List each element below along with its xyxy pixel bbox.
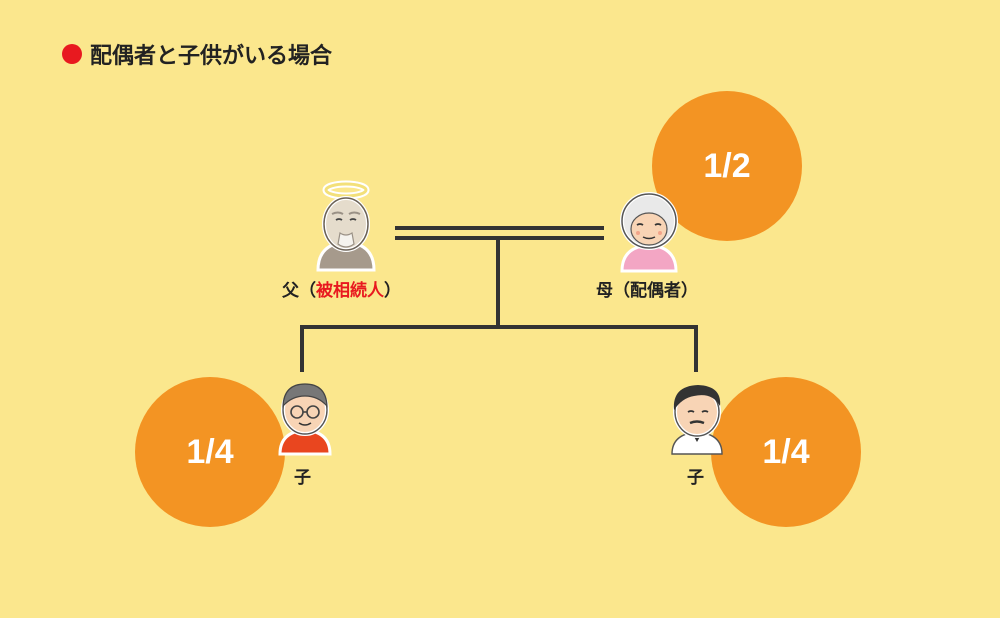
- title-text: 配偶者と子供がいる場合: [90, 44, 333, 69]
- page-title: 配偶者と子供がいる場合: [62, 38, 332, 70]
- angel-old-man-icon: [316, 180, 376, 272]
- bullet-dot-icon: [62, 44, 82, 64]
- old-woman-icon: [620, 192, 678, 273]
- man-with-mustache-icon: [671, 385, 723, 455]
- child-2-label: 子: [687, 468, 704, 488]
- man-with-glasses-icon: [278, 383, 332, 456]
- father-label-suffix: ）: [384, 281, 401, 301]
- child-1-label: 子: [294, 468, 311, 488]
- father-label-prefix: 父（: [282, 281, 316, 301]
- mother-label: 母（配偶者）: [596, 281, 698, 301]
- share-circle-child-1: 1/4: [135, 377, 285, 527]
- father-label-highlight: 被相続人: [316, 281, 384, 301]
- share-circle-child-2: 1/4: [711, 377, 861, 527]
- father-label: 父（被相続人）: [282, 276, 401, 301]
